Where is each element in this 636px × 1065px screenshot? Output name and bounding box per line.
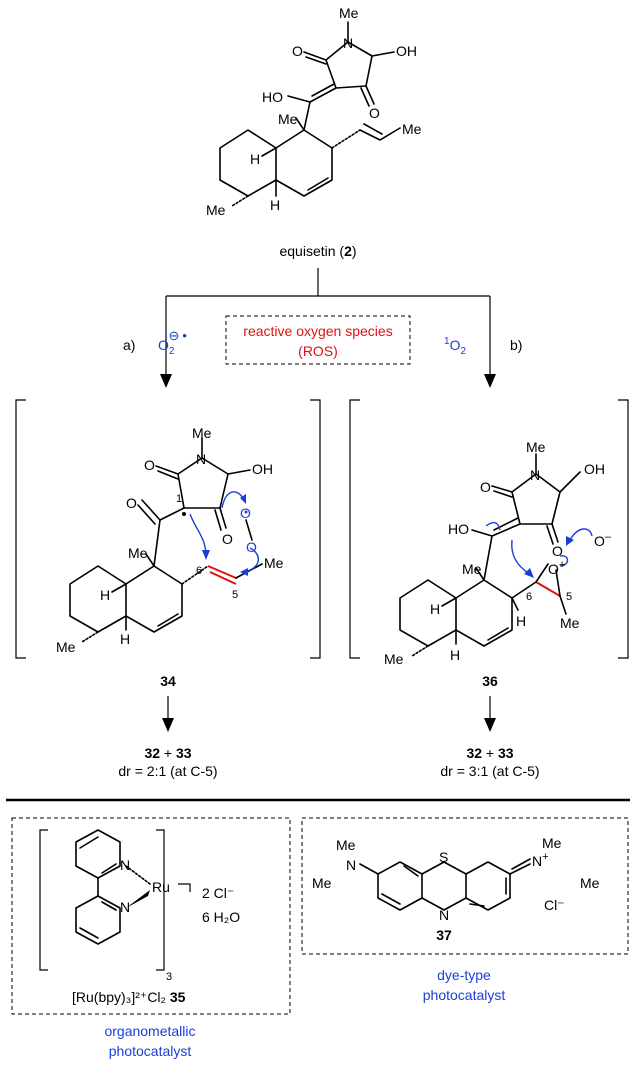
dye-catalyst-label-1: dye-type: [437, 967, 491, 983]
atom-label: Me: [580, 875, 600, 891]
atom-label: H: [430, 601, 440, 617]
atom-label: S: [439, 849, 448, 865]
atom-label: H: [100, 587, 110, 603]
products-left: 32 + 33: [144, 745, 191, 761]
atom-label: H: [250, 151, 260, 167]
ros-line2: (ROS): [298, 343, 338, 359]
atom-label: N+: [532, 851, 549, 869]
intermediate-36-structure: [349, 399, 629, 659]
atom-label: O: [144, 457, 155, 473]
arrow-36-products: [484, 696, 496, 732]
dye-counterion: Cl⁻: [544, 897, 565, 913]
products-right: 32 + 33: [466, 745, 513, 761]
atom-label: H: [516, 613, 526, 629]
atom-label: N: [346, 857, 356, 873]
atom-label: N: [439, 907, 449, 923]
atom-label: Me: [542, 835, 562, 851]
ru-catalyst-label-2: photocatalyst: [109, 1043, 192, 1059]
atom-label: O: [126, 495, 137, 511]
ru-counterion: 2 Cl⁻: [202, 885, 234, 901]
atom-label: O: [480, 479, 491, 495]
ros-box: [225, 315, 411, 365]
ru-catalyst-label-1: organometallic: [104, 1023, 195, 1039]
atom-label: O+: [548, 559, 565, 577]
atom-label: H: [120, 631, 130, 647]
branch-arrows: [160, 268, 496, 388]
atom-label: O: [222, 531, 233, 547]
dye-catalyst-box: [301, 817, 629, 955]
atom-label: OH: [584, 461, 605, 477]
atom-label: N: [530, 467, 540, 483]
arrow-34-products: [162, 696, 174, 732]
compound-number-36: 36: [482, 673, 498, 689]
equisetin-structure: [219, 21, 401, 207]
atom-label: Me: [192, 425, 212, 441]
atom-label: HO: [262, 89, 283, 105]
atom-label: Me: [526, 439, 546, 455]
ru-bpy-structure: [39, 829, 191, 971]
atom-label: O: [369, 105, 380, 121]
atom-label: H: [270, 197, 280, 213]
ru-catalyst-box: [11, 817, 291, 1015]
methylene-blue-structure: [359, 858, 531, 911]
atom-label: Me: [384, 651, 404, 667]
atom-number: 5: [566, 591, 572, 603]
atom-number: 6: [196, 565, 202, 577]
ru-hydrate: 6 H₂O: [202, 909, 240, 925]
atom-label: Me: [462, 561, 482, 577]
atom-label: Me: [336, 837, 356, 853]
atom-label: Me: [206, 202, 226, 218]
superoxide-label: O2⊖•: [158, 328, 187, 357]
intermediate-34-structure: [15, 399, 321, 659]
atom-label: Me: [128, 545, 148, 561]
atom-label: O: [246, 539, 257, 555]
atom-label: N: [120, 899, 130, 915]
dr-left: dr = 2:1 (at C-5): [118, 763, 217, 779]
compound-number-37: 37: [436, 927, 452, 943]
singlet-oxygen-label: 1O2: [444, 336, 466, 357]
atom-label: N: [196, 451, 206, 467]
atom-label: Ru: [152, 879, 170, 895]
path-label-b: b): [510, 337, 522, 353]
atom-label: H: [450, 647, 460, 663]
atom-label: N: [343, 35, 353, 51]
atom-label: O: [292, 43, 303, 59]
atom-label: Me: [278, 111, 298, 127]
atom-label: N: [120, 857, 130, 873]
atom-label: OH: [252, 461, 273, 477]
atom-label: O: [240, 505, 251, 521]
bracket-subscript: 3: [166, 971, 172, 983]
atom-number: 1: [176, 493, 182, 505]
atom-label: Me: [402, 121, 422, 137]
atom-label: Me: [339, 5, 359, 21]
ru-formula: [Ru(bpy)₃]²⁺Cl₂ 35: [72, 989, 186, 1005]
atom-label: OH: [396, 43, 417, 59]
ros-line1: reactive oxygen species: [243, 323, 392, 339]
atom-label: Me: [560, 615, 580, 631]
atom-label: HO: [448, 521, 469, 537]
dye-catalyst-label-2: photocatalyst: [423, 987, 506, 1003]
atom-number: 5: [232, 589, 238, 601]
compound-number-34: 34: [160, 673, 176, 689]
atom-number: 6: [526, 591, 532, 603]
compound-label-equisetin: equisetin (2): [279, 243, 356, 259]
atom-label: Me: [312, 875, 332, 891]
atom-label: O–: [594, 531, 612, 549]
atom-label: Me: [56, 639, 76, 655]
path-label-a: a): [123, 337, 135, 353]
atom-label: Me: [264, 555, 284, 571]
dr-right: dr = 3:1 (at C-5): [440, 763, 539, 779]
atom-label: O: [552, 543, 563, 559]
